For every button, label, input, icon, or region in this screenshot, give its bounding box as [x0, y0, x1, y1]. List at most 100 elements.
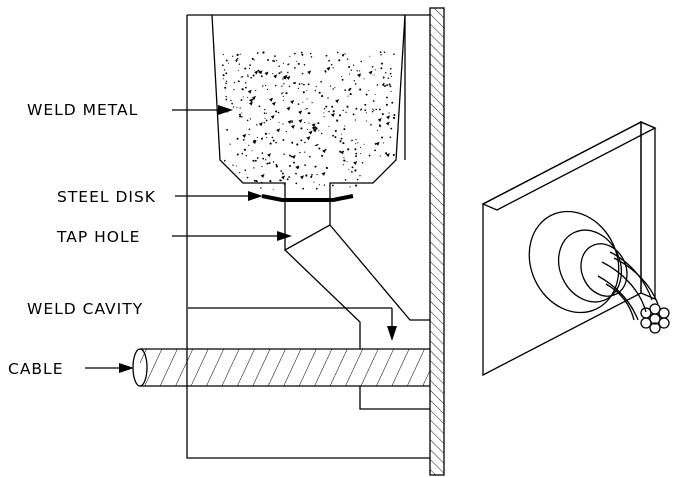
powder-speck [386, 96, 388, 99]
powder-speck [314, 144, 316, 146]
powder-speck [336, 51, 339, 54]
arrow-icon [277, 231, 292, 241]
arrow-icon [119, 363, 134, 373]
powder-speck [272, 189, 274, 191]
powder-speck [388, 112, 390, 114]
powder-speck [332, 88, 334, 90]
powder-speck [251, 150, 253, 152]
powder-speck [373, 110, 375, 112]
powder-speck [351, 139, 353, 142]
powder-speck [296, 143, 299, 146]
powder-speck [294, 67, 296, 69]
powder-speck [268, 162, 271, 165]
powder-speck [336, 119, 339, 122]
powder-speck [363, 78, 365, 80]
powder-speck [281, 172, 284, 175]
powder-speck [365, 93, 368, 96]
powder-grain [386, 115, 391, 120]
label-weld-metal: WELD METAL [27, 101, 233, 119]
powder-speck [248, 144, 250, 146]
powder-speck [349, 186, 351, 188]
powder-grain [308, 130, 313, 135]
powder-speck [268, 133, 270, 135]
label-steel-disk: STEEL DISK [57, 188, 263, 206]
powder-speck [242, 139, 245, 141]
powder-speck [315, 85, 317, 88]
powder-speck [348, 168, 350, 170]
powder-speck [309, 155, 311, 158]
powder-grain [291, 154, 296, 159]
powder-speck [344, 53, 346, 55]
powder-speck [244, 169, 246, 171]
arrow-icon [387, 326, 397, 341]
powder-speck [381, 62, 383, 65]
powder-speck [332, 110, 335, 113]
powder-speck [365, 112, 367, 114]
powder-speck [385, 103, 388, 106]
powder-speck [265, 119, 268, 122]
powder-speck [239, 113, 241, 116]
powder-speck [254, 159, 257, 162]
powder-speck [332, 67, 334, 69]
powder-speck [324, 70, 327, 73]
powder-speck [232, 55, 234, 57]
powder-speck [227, 62, 230, 64]
powder-speck [306, 98, 308, 100]
powder-speck [341, 78, 344, 81]
powder-speck [291, 120, 294, 123]
powder-speck [381, 113, 384, 116]
powder-speck [253, 179, 256, 182]
powder-grain [254, 70, 259, 75]
powder-speck [252, 159, 255, 162]
powder-speck [256, 52, 259, 54]
powder-grain [264, 71, 269, 76]
powder-speck [342, 109, 344, 112]
powder-speck [285, 92, 288, 95]
powder-speck [264, 109, 266, 111]
powder-speck [301, 53, 304, 56]
powder-grain [322, 149, 327, 154]
powder-speck [232, 164, 234, 166]
powder-speck [346, 105, 349, 108]
powder-speck [280, 71, 283, 73]
powder-speck [304, 108, 306, 110]
arrow-icon [218, 105, 233, 115]
powder-speck [222, 53, 224, 56]
powder-speck [232, 106, 235, 108]
powder-speck [311, 101, 313, 104]
powder-speck [364, 109, 367, 112]
powder-speck [374, 93, 376, 96]
powder-speck [248, 67, 251, 70]
powder-grain [248, 101, 253, 106]
cable-label: CABLE [8, 360, 64, 378]
powder-speck [340, 137, 343, 140]
powder-speck [239, 107, 241, 109]
powder-speck [260, 75, 263, 78]
powder-speck [243, 148, 246, 151]
powder-speck [356, 70, 359, 72]
powder-speck [365, 120, 367, 122]
powder-speck [239, 53, 241, 55]
powder-speck [303, 64, 306, 66]
powder-speck [298, 83, 301, 85]
powder-speck [357, 142, 359, 144]
powder-speck [297, 87, 300, 90]
powder-speck [379, 51, 382, 53]
powder-speck [302, 101, 304, 103]
powder-speck [225, 72, 228, 75]
powder-speck [282, 62, 284, 64]
powder-speck [270, 118, 272, 120]
powder-speck [371, 110, 374, 113]
powder-speck [303, 83, 305, 86]
powder-grain [385, 153, 390, 158]
powder-grain [282, 75, 287, 80]
powder-speck [250, 76, 253, 79]
powder-speck [359, 175, 361, 177]
powder-speck [269, 142, 272, 145]
powder-speck [246, 176, 249, 179]
powder-speck [376, 84, 379, 86]
powder-grain [251, 95, 256, 100]
powder-speck [360, 108, 362, 111]
powder-grain [306, 136, 311, 141]
powder-speck [356, 178, 359, 181]
